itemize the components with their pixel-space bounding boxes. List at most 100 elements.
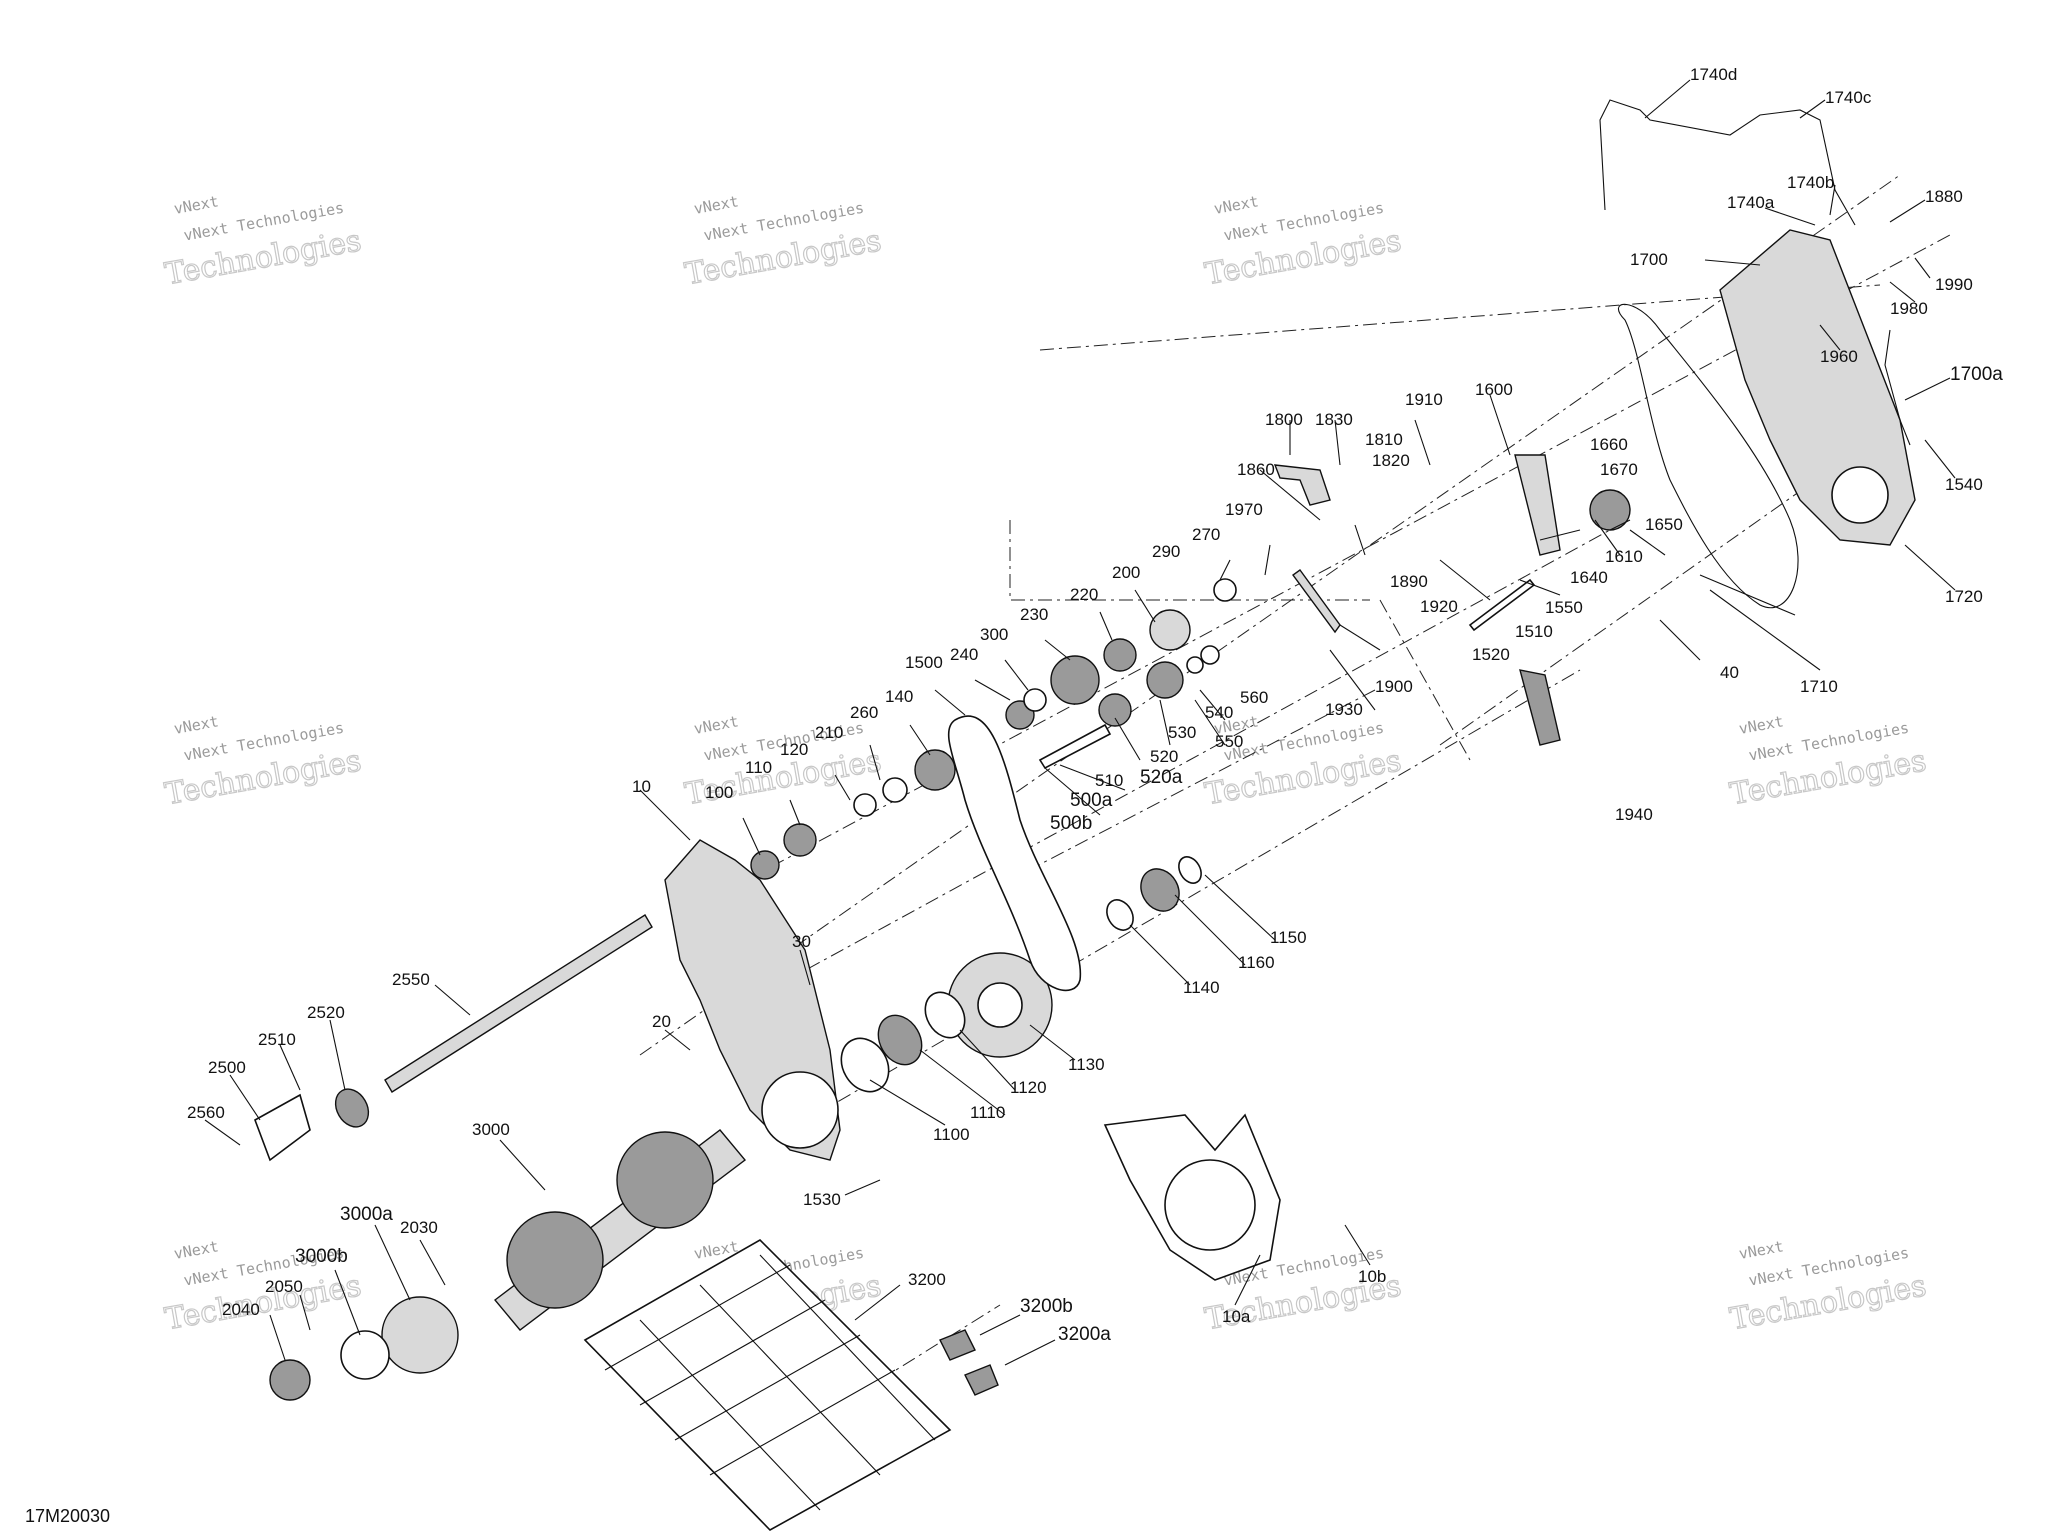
gear-220 [1103, 638, 1137, 672]
pulley-1610 [1589, 489, 1631, 531]
callout-1550: 1550 [1545, 598, 1583, 617]
flange-2500 [254, 1093, 311, 1162]
callout-1830: 1830 [1315, 410, 1353, 429]
gear-530 [1146, 661, 1184, 699]
callout-1120: 1120 [1010, 1078, 1047, 1097]
callout-220: 220 [1070, 585, 1098, 604]
sprocket-left [506, 1211, 604, 1309]
callout-1910: 1910 [1405, 390, 1443, 409]
callouts: 1740d 1740c 1740b 1740a 1880 1700 1990 1… [187, 65, 2003, 1345]
bearing-1100 [840, 1037, 890, 1093]
watermark: vNext vNext Technologies Technologies [1727, 712, 1930, 813]
part-3200b [939, 1329, 976, 1361]
watermark-group: vNext vNext Technologies Technologies vN… [162, 192, 1930, 1338]
callout-1140: 1140 [1183, 978, 1220, 997]
callout-1880: 1880 [1925, 187, 1963, 206]
callout-1110: 1110 [970, 1103, 1005, 1122]
callout-1940: 1940 [1615, 805, 1653, 824]
watermark: vNext vNext Technologies Technologies [1202, 192, 1405, 293]
bearing-2040 [269, 1359, 311, 1401]
callout-550: 550 [1215, 732, 1243, 751]
bearing-1160 [1140, 868, 1180, 912]
callout-1980: 1980 [1890, 299, 1928, 318]
callout-210: 210 [815, 723, 843, 742]
callout-1920: 1920 [1420, 597, 1458, 616]
callout-1540: 1540 [1945, 475, 1983, 494]
svg-text:vNext: vNext [1737, 712, 1785, 738]
callout-2040: 2040 [222, 1300, 260, 1319]
callout-1810: 1810 [1365, 430, 1403, 449]
callout-1720: 1720 [1945, 587, 1983, 606]
svg-text:vNext: vNext [1212, 192, 1260, 218]
callout-520: 520 [1150, 747, 1178, 766]
ring-1140 [1106, 899, 1134, 931]
callout-230: 230 [1020, 605, 1048, 624]
gear-230 [1050, 655, 1100, 705]
callout-1970: 1970 [1225, 500, 1263, 519]
callout-100: 100 [705, 783, 733, 802]
ring-1150 [1178, 856, 1202, 884]
callout-3200b: 3200b [1020, 1296, 1073, 1317]
callout-200: 200 [1112, 563, 1140, 582]
cable-1700a [1884, 329, 1911, 446]
callout-1660: 1660 [1590, 435, 1628, 454]
callout-510: 510 [1095, 771, 1123, 790]
shaft-500a [1038, 723, 1112, 770]
callout-2050: 2050 [265, 1277, 303, 1296]
callout-1960: 1960 [1820, 347, 1858, 366]
callout-560: 560 [1240, 688, 1268, 707]
callout-1670: 1670 [1600, 460, 1638, 479]
cover-1700-bore [1831, 466, 1889, 524]
callout-40: 40 [1720, 663, 1739, 682]
callout-1160: 1160 [1238, 953, 1275, 972]
callout-1520: 1520 [1472, 645, 1510, 664]
seal-plate-3000a [381, 1296, 459, 1374]
callout-500a: 500a [1070, 790, 1113, 811]
callout-2030: 2030 [400, 1218, 438, 1237]
lever-1600 [1514, 454, 1561, 556]
link-1900 [1292, 569, 1341, 634]
ring-210 [853, 793, 877, 817]
callout-260: 260 [850, 703, 878, 722]
leader-lines [204, 79, 1956, 1366]
callout-10: 10 [632, 777, 651, 796]
callout-3200a: 3200a [1058, 1324, 1111, 1345]
parts [254, 99, 1916, 1531]
callout-20: 20 [652, 1012, 671, 1031]
plate-3200-grid [604, 1254, 936, 1511]
gear-520 [1098, 693, 1132, 727]
callout-1650: 1650 [1645, 515, 1683, 534]
callout-110: 110 [745, 758, 772, 777]
callout-1610: 1610 [1605, 547, 1643, 566]
ring-1120 [924, 991, 966, 1039]
chain-1500 [947, 715, 1082, 992]
ring-3000b [340, 1330, 390, 1380]
ring-300 [1023, 688, 1047, 712]
bearing-1110 [877, 1014, 923, 1066]
callout-1700: 1700 [1630, 250, 1668, 269]
svg-text:vNext: vNext [172, 192, 220, 218]
callout-1890: 1890 [1390, 572, 1428, 591]
callout-3000b: 3000b [295, 1246, 348, 1267]
bearing-2520 [334, 1088, 370, 1128]
callout-1150: 1150 [1270, 928, 1307, 947]
fork-1800 [1273, 464, 1331, 506]
callout-140: 140 [885, 687, 913, 706]
callout-1130: 1130 [1068, 1055, 1105, 1074]
callout-120: 120 [780, 740, 808, 759]
watermark: vNext vNext Technologies Technologies [682, 192, 885, 293]
vent-tube-1740 [1599, 99, 1856, 226]
callout-1640: 1640 [1570, 568, 1608, 587]
callout-2500: 2500 [208, 1058, 246, 1077]
callout-1740a: 1740a [1727, 193, 1775, 212]
callout-3000a: 3000a [340, 1204, 393, 1225]
ring-560 [1200, 645, 1220, 665]
shaft-200 [1149, 609, 1191, 651]
callout-1510: 1510 [1515, 622, 1553, 641]
sprocket-right [616, 1131, 714, 1229]
callout-1710: 1710 [1800, 677, 1838, 696]
callout-520a: 520a [1140, 767, 1183, 788]
callout-1500: 1500 [905, 653, 943, 672]
part-3200a [964, 1364, 999, 1396]
callout-2510: 2510 [258, 1030, 296, 1049]
